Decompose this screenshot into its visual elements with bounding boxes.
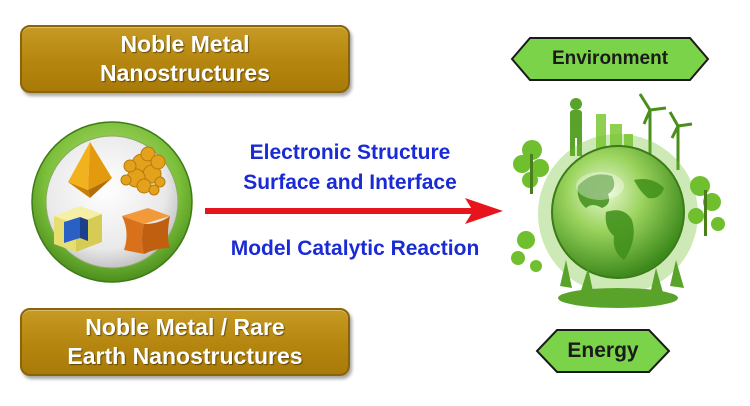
environment-label: Environment <box>551 48 669 69</box>
tree-icon <box>511 140 725 272</box>
rare-earth-nanostructures-box: Noble Metal / Rare Earth Nanostructures <box>20 308 350 376</box>
nanostructures-circle <box>30 120 194 284</box>
concave-cube-icon <box>122 208 170 254</box>
core-shell-cube-icon <box>54 206 102 252</box>
nanocrystals-illustration <box>31 121 193 283</box>
wind-turbine-icon <box>638 93 693 170</box>
person-icon <box>570 98 582 156</box>
energy-label: Energy <box>567 339 639 362</box>
red-arrow <box>205 198 503 224</box>
model-catalytic-reaction-label: Model Catalytic Reaction <box>230 237 480 260</box>
dendritic-nanoparticle-icon <box>120 146 166 196</box>
box-bottom-line-1: Noble Metal / Rare <box>85 314 285 340</box>
continents-icon <box>577 174 664 260</box>
red-arrow-shaft <box>205 208 473 214</box>
surface-interface-label: Surface and Interface <box>243 171 457 194</box>
noble-metal-nanostructures-box: Noble Metal Nanostructures <box>20 25 350 93</box>
octahedron-nanocrystal-icon <box>68 142 112 198</box>
energy-hexagon: Energy <box>535 328 671 374</box>
environment-hexagon: Environment <box>510 36 710 82</box>
grass-icon <box>558 260 684 308</box>
box-bottom-line-2: Earth Nanostructures <box>67 343 303 369</box>
red-arrow-head <box>465 198 503 224</box>
box-top-line-2: Nanostructures <box>100 60 270 86</box>
electronic-structure-label: Electronic Structure <box>249 141 451 164</box>
green-earth-illustration <box>500 90 740 325</box>
box-top-line-1: Noble Metal <box>120 31 250 57</box>
